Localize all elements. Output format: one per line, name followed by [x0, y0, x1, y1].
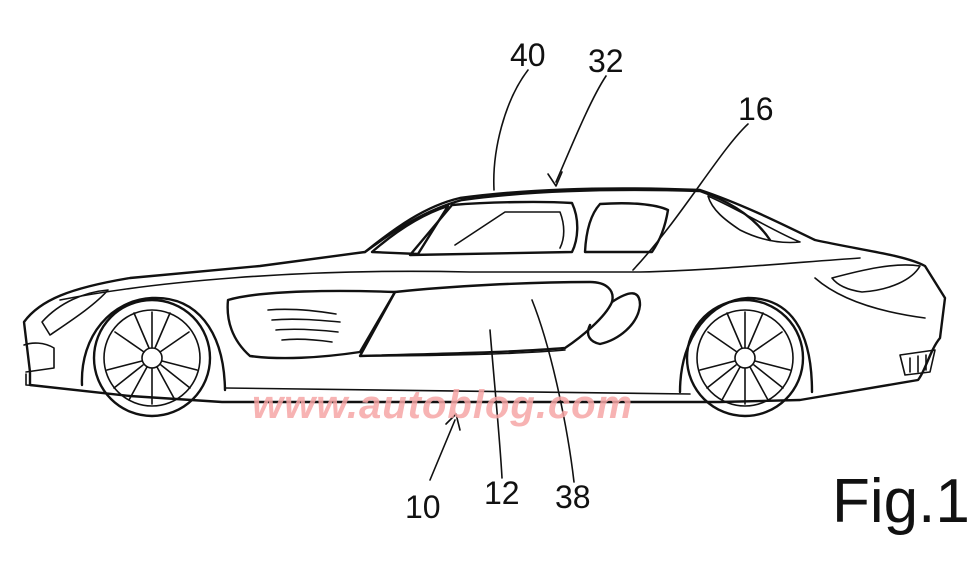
gullwing-door [358, 280, 642, 358]
rear-wheel [678, 296, 814, 418]
greenhouse-outline [363, 188, 772, 254]
front-tire [92, 298, 212, 418]
vent-gill-1 [267, 308, 337, 315]
body-outline [22, 187, 947, 404]
label-10: 10 [405, 489, 441, 525]
car-body [22, 187, 947, 404]
watermark-text: www.autoblog.com [252, 383, 633, 427]
taillight [831, 264, 921, 293]
label-12: 12 [484, 475, 520, 511]
front-side-window [408, 200, 579, 257]
rear-rim [696, 309, 794, 407]
figure-caption: Fig.1 [832, 467, 970, 536]
rear-diffuser-slats [909, 354, 927, 373]
leader-10 [429, 419, 456, 481]
rear-side-window [583, 202, 670, 254]
vent-gill-3 [275, 328, 339, 333]
leader-lines [429, 69, 749, 483]
vent-gill-2 [271, 318, 341, 323]
rear-diffuser [899, 349, 936, 376]
windshield [370, 204, 450, 256]
rear-glass [707, 195, 801, 244]
windows [370, 195, 801, 257]
leader-40 [493, 69, 529, 191]
leader-12 [489, 329, 503, 479]
label-32: 32 [588, 43, 624, 79]
rear-tire [685, 298, 805, 418]
rear-wheel-arch [678, 296, 814, 394]
rear-details [814, 264, 936, 376]
shoulder-line [59, 257, 861, 301]
side-vent [226, 289, 397, 360]
headlamp [41, 289, 109, 336]
window-inner-line [454, 211, 565, 249]
leader-16 [632, 123, 749, 271]
front-intake [25, 373, 43, 387]
label-38: 38 [555, 479, 591, 515]
rear-hub [734, 347, 756, 369]
label-16: 16 [738, 91, 774, 127]
door-lower-edge [359, 349, 566, 357]
arrowhead-32 [547, 171, 563, 187]
rear-quarter-panel [586, 292, 642, 346]
rear-spokes [699, 311, 791, 405]
front-rim [103, 309, 201, 407]
label-40: 40 [510, 37, 546, 73]
leader-38 [531, 299, 575, 483]
leader-32 [555, 75, 607, 183]
vent-gill-4 [281, 338, 333, 343]
front-hub [141, 347, 163, 369]
front-bumper [23, 342, 55, 373]
rocker-line [224, 387, 691, 395]
rear-crease [814, 277, 926, 319]
front-wheel [80, 296, 227, 418]
front-fender-panel [226, 289, 397, 360]
door-outline [358, 280, 614, 358]
front-details [23, 289, 109, 387]
arrowhead-10 [445, 413, 461, 431]
front-wheel-arch [80, 296, 227, 392]
front-spokes [106, 311, 198, 405]
